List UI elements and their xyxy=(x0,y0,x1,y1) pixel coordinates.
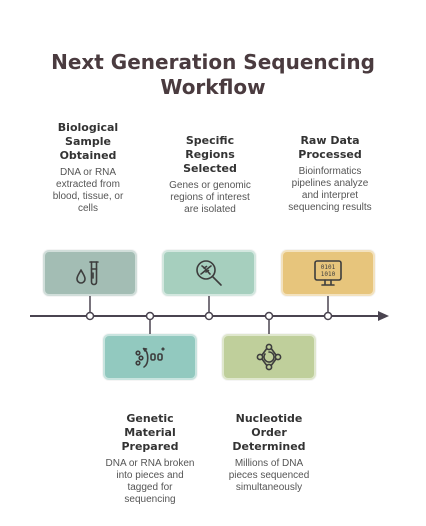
step-2-node xyxy=(145,311,155,321)
dna-magnifier-icon xyxy=(196,260,222,286)
title-line-1: Next Generation Sequencing xyxy=(51,50,375,74)
step-3-node xyxy=(204,311,214,321)
step-1-node xyxy=(85,311,95,321)
timeline-arrowhead xyxy=(378,311,389,321)
fragment-tag-icon xyxy=(135,347,165,368)
step-4-node xyxy=(264,311,274,321)
step-5-card: 0101 1010 xyxy=(281,250,375,296)
step-1-description: DNA or RNA extracted from blood, tissue,… xyxy=(52,167,124,214)
step-3-card xyxy=(162,250,256,296)
network-cycle-icon xyxy=(256,343,282,371)
step-2-text: Genetic Material Prepared DNA or RNA bro… xyxy=(98,412,202,506)
binary-monitor-icon: 0101 1010 xyxy=(314,260,342,286)
step-5-node xyxy=(323,311,333,321)
title-line-2: Workflow xyxy=(160,75,266,99)
step-4-heading: Nucleotide Order Determined xyxy=(232,412,306,453)
step-4-text: Nucleotide Order Determined Millions of … xyxy=(217,412,321,494)
step-3-description: Genes or genomic regions of interest are… xyxy=(169,180,251,215)
binary-line-2: 1010 xyxy=(321,271,336,278)
step-2-heading: Genetic Material Prepared xyxy=(121,412,179,453)
step-5-heading: Raw Data Processed xyxy=(298,134,362,161)
step-3-text: Specific Regions Selected Genes or genom… xyxy=(158,134,262,216)
step-4-description: Millions of DNA pieces sequenced simulta… xyxy=(228,458,310,493)
test-tube-drop-icon xyxy=(76,261,99,286)
step-5-description: Bioinformatics pipelines analyze and int… xyxy=(288,166,372,213)
step-1-heading: Biological Sample Obtained xyxy=(57,121,119,162)
step-4-card xyxy=(222,334,316,380)
step-2-description: DNA or RNA broken into pieces and tagged… xyxy=(105,458,195,505)
step-5-text: Raw Data Processed Bioinformatics pipeli… xyxy=(276,134,384,214)
step-1-text: Biological Sample Obtained DNA or RNA ex… xyxy=(38,121,138,215)
binary-line-1: 0101 xyxy=(321,264,336,271)
page-title: Next Generation Sequencing Workflow xyxy=(0,50,426,100)
step-3-heading: Specific Regions Selected xyxy=(183,134,237,175)
step-2-card xyxy=(103,334,197,380)
step-1-card xyxy=(43,250,137,296)
